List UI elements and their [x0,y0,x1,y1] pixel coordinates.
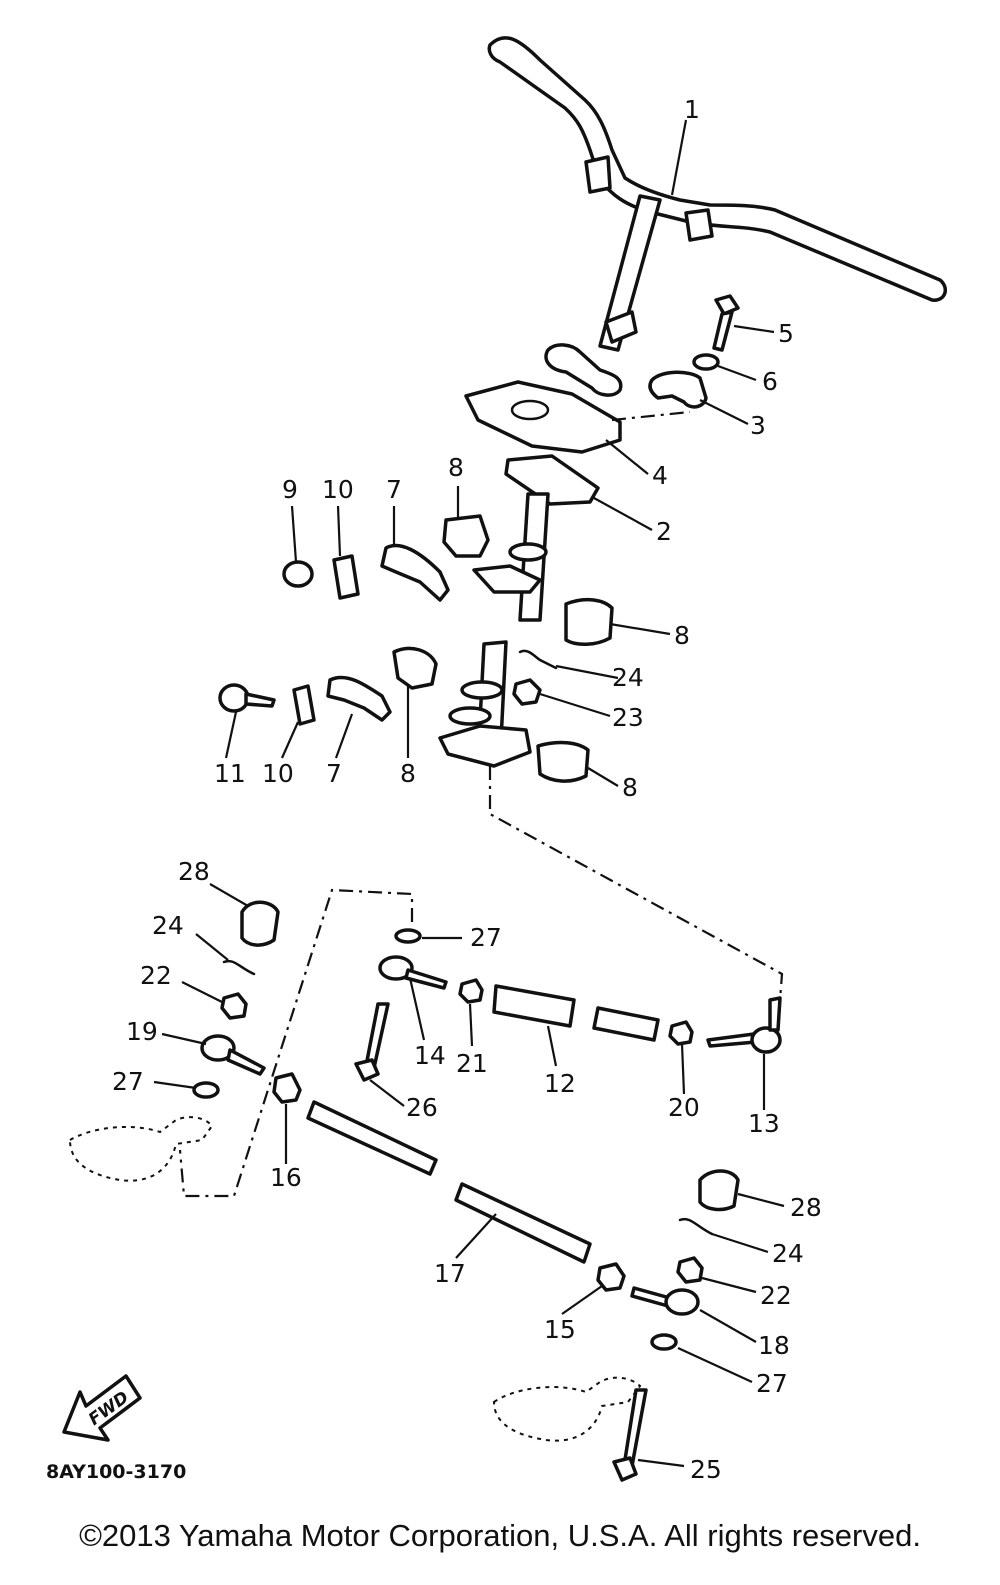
callout-24-a: 24 [612,663,644,692]
callout-11: 11 [214,759,246,788]
knuckle-left [68,1116,214,1182]
callout-24-b: 24 [152,911,184,940]
callout-4: 4 [652,461,668,490]
callout-5: 5 [778,319,794,348]
callout-12: 12 [544,1069,576,1098]
plate-hole [510,399,550,421]
callout-7-b: 7 [326,759,342,788]
nut-left [220,992,248,1020]
nut-right-lower [676,1256,704,1284]
tie-rod [492,984,576,1028]
cap-right [698,1169,740,1212]
bolt [712,294,740,352]
callout-8-b: 8 [674,621,690,650]
cotter-pin-left [222,959,256,976]
callout-numbers: 1 5 6 3 4 2 8 9 10 7 8 8 24 23 11 10 7 8… [112,95,822,1484]
assembly-line-3 [611,410,691,422]
callout-2: 2 [656,517,672,546]
lock-plate [332,554,360,600]
tie-rod-end-left [200,1034,266,1076]
callout-17: 17 [434,1259,466,1288]
leader-lines [153,119,785,1468]
callout-10-b: 10 [262,759,294,788]
washer-right [650,1333,678,1351]
callout-21: 21 [456,1049,488,1078]
bushing [272,1072,302,1104]
relay-shaft [306,1100,438,1176]
column-bushing-lower [536,740,590,783]
lock-plate-lower [292,684,316,726]
cotter-pin [518,649,558,670]
callout-25: 25 [690,1455,722,1484]
callout-27-b: 27 [112,1067,144,1096]
relay-shaft-rod [454,1182,592,1264]
assembly-line-left [178,888,414,1198]
callout-22-b: 22 [760,1281,792,1310]
callout-28-b: 28 [790,1193,822,1222]
callout-8-c: 8 [400,759,416,788]
callout-18: 18 [758,1331,790,1360]
callout-20: 20 [668,1093,700,1122]
callout-27-c: 27 [756,1369,788,1398]
screw [218,683,276,713]
tie-rod-end-right [706,996,782,1054]
assembly-line-column [488,766,784,1001]
callout-28-a: 28 [178,857,210,886]
washer-upper [394,928,422,944]
cap [240,900,280,947]
callout-24-c: 24 [772,1239,804,1268]
bushing-right [596,1262,626,1292]
callout-15: 15 [544,1315,576,1344]
callout-19: 19 [126,1017,158,1046]
nut-right [668,1020,694,1046]
column-holder-upper [442,514,490,558]
knuckle-right [492,1376,642,1442]
callout-16: 16 [270,1163,302,1192]
callout-7-a: 7 [386,475,402,504]
callout-27-a: 27 [470,923,502,952]
callout-1: 1 [684,95,700,124]
cotter-pin-right [678,1217,714,1236]
handlebar [487,36,948,397]
tie-rod-end-center [378,955,448,990]
steering-column [438,454,600,768]
washer-left [192,1081,220,1099]
callout-3: 3 [750,411,766,440]
knuckle-bolt [612,1388,648,1482]
column-bushing [564,597,614,646]
tie-rod-extension [592,1006,660,1042]
callout-14: 14 [414,1041,446,1070]
tie-rod-end-right-lower [630,1286,700,1316]
forward-arrow-icon: FWD [62,1374,142,1442]
callout-9: 9 [282,475,298,504]
callout-10-a: 10 [322,475,354,504]
castle-nut [512,678,542,706]
long-bolt [354,1002,390,1082]
column-holder-lower [392,646,438,690]
callout-8-a: 8 [448,453,464,482]
column-clamp [380,543,450,602]
copyright-notice: ©2013 Yamaha Motor Corporation, U.S.A. A… [79,1518,921,1553]
diagram-part-code: 8AY100-3170 [46,1461,186,1483]
washer [692,353,720,371]
callout-23: 23 [612,703,644,732]
callout-26: 26 [406,1093,438,1122]
collar [282,560,314,588]
nut-center [458,978,484,1004]
column-clamp-lower [326,675,392,722]
callout-8-d: 8 [622,773,638,802]
callout-13: 13 [748,1109,780,1138]
callout-22-a: 22 [140,961,172,990]
handlebar-clamp [648,370,708,409]
callout-6: 6 [762,367,778,396]
